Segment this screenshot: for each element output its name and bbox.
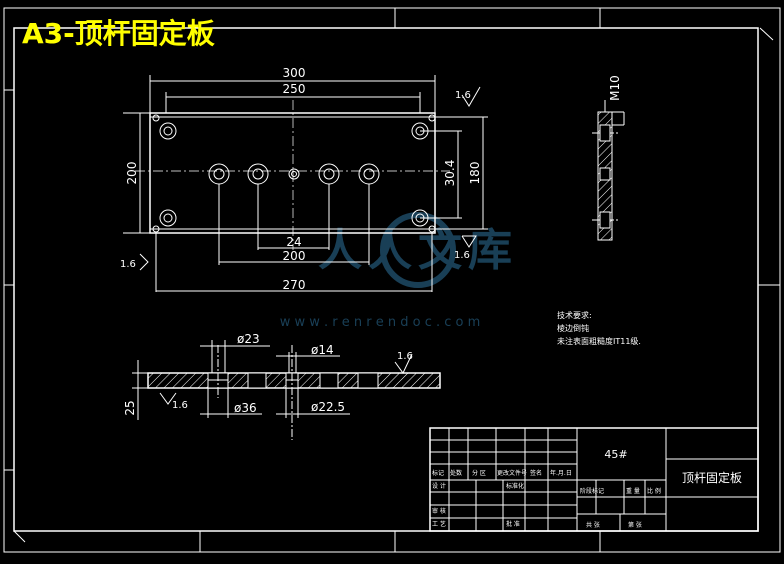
dim-24: 24	[286, 235, 301, 249]
technical-notes: 技术要求: 棱边倒钝 未注表面粗糙度IT11级.	[557, 310, 641, 346]
roughness-label-5: 1.6	[172, 400, 188, 411]
plan-dim-labels: 300 250 24 200 270 200 180 30.4	[125, 66, 482, 292]
tb-h5: 签名	[530, 469, 542, 477]
roughness-label-2: 1.6	[120, 259, 136, 270]
tb-ratio: 比 例	[647, 487, 661, 495]
title-block-labels: 标记 处数 分 区 更改文件号 签名 年.月.日 设 计 标准化 审 核 工 艺…	[432, 469, 661, 529]
tb-h3: 分 区	[472, 469, 486, 477]
tb-approve: 批 准	[506, 520, 520, 528]
dim-thickness-25: 25	[123, 400, 137, 415]
tb-h4: 更改文件号	[497, 469, 527, 477]
roughness-label-3: 1.6	[454, 250, 470, 261]
dim-phi23: ø23	[237, 332, 260, 346]
tb-standard: 标准化	[506, 482, 524, 490]
dim-250: 250	[283, 82, 306, 96]
section-dim-labels: ø23 ø14 ø36 ø22.5 25	[123, 332, 345, 416]
tb-design: 设 计	[432, 482, 446, 490]
notes-line2: 未注表面粗糙度IT11级.	[557, 336, 641, 346]
dim-30-4: 30.4	[443, 160, 457, 187]
notes-heading: 技术要求:	[557, 310, 592, 320]
tb-h2: 处数	[450, 469, 462, 477]
tb-craft: 工 艺	[432, 520, 446, 528]
side-view	[592, 100, 625, 241]
ejector-holes	[208, 163, 380, 185]
roughness-label-1: 1.6	[455, 90, 471, 101]
tb-sheets: 共 张	[586, 521, 600, 529]
tb-h6: 年.月.日	[550, 469, 572, 477]
tb-stage-mark: 阶段标记	[580, 487, 604, 495]
thread-m10-label: M10	[608, 75, 622, 101]
dim-200-bottom: 200	[283, 249, 306, 263]
tb-sheet: 第 张	[628, 521, 642, 529]
watermark-url: w w w . r e n r e n d o c . c o m	[280, 315, 481, 330]
dim-200-left: 200	[125, 162, 139, 185]
dim-300: 300	[283, 66, 306, 80]
dim-phi22-5: ø22.5	[311, 400, 345, 414]
drawing-title: A3-顶杆固定板	[22, 17, 215, 50]
roughness-label-4: 1.6	[397, 351, 413, 362]
plan-view	[123, 75, 488, 292]
tb-h1: 标记	[432, 469, 444, 477]
tb-weight: 重 量	[626, 487, 640, 495]
title-block	[429, 427, 759, 532]
tb-check: 审 核	[432, 507, 446, 515]
tb-part-name: 顶杆固定板	[682, 470, 742, 485]
notes-line1: 棱边倒钝	[557, 323, 589, 333]
dim-270: 270	[283, 278, 306, 292]
corner-holes	[152, 114, 436, 233]
section-view	[132, 340, 441, 440]
plate-outline	[149, 112, 436, 234]
tb-material: 45#	[604, 448, 627, 461]
dim-phi36: ø36	[234, 401, 257, 415]
dim-phi14: ø14	[311, 343, 334, 357]
dim-180: 180	[468, 162, 482, 185]
